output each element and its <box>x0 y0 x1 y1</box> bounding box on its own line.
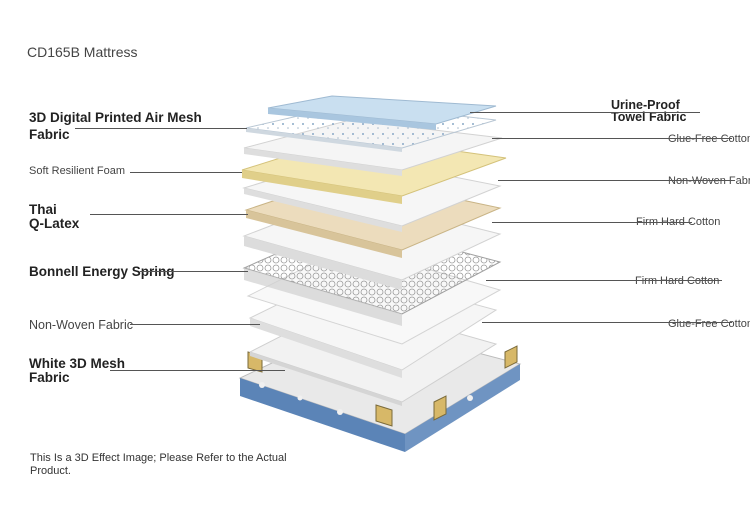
label-nonwoven: Non-Woven Fabric <box>29 318 133 332</box>
label-line: Fabric <box>29 370 70 385</box>
label-towel: Urine-Proof Towel Fabric <box>611 98 687 124</box>
label-line: 3D Digital Printed Air Mesh <box>29 110 202 125</box>
leader-air-mesh <box>75 128 247 129</box>
label-white-mesh: White 3D Mesh Fabric <box>29 356 126 385</box>
label-glue2: Glue-Free Cotton <box>668 319 750 330</box>
label-glue1: Glue-Free Cotton <box>668 134 750 145</box>
page-title: CD165B Mattress <box>27 44 138 60</box>
label-nonwoven-r: Non-Woven Fabric <box>668 176 750 187</box>
label-air-mesh: 3D Digital Printed Air Mesh Fabric <box>29 110 202 142</box>
label-line: Fabric <box>29 127 70 142</box>
label-line: Q-Latex <box>29 216 80 231</box>
leader-latex <box>90 214 248 215</box>
label-foam: Soft Resilient Foam <box>29 166 125 177</box>
label-line: Glue-Free Cotton <box>668 133 750 145</box>
layer-towel-fabric <box>267 95 497 130</box>
label-line: Thai <box>29 202 57 217</box>
label-line: Non-Woven Fabric <box>668 175 750 187</box>
label-line: Non-Woven Fabric <box>29 318 133 332</box>
label-line: Firm Hard Cotton <box>635 275 720 287</box>
leader-white-mesh <box>110 370 285 371</box>
label-line: Bonnell Energy Spring <box>29 264 175 279</box>
leader-foam <box>130 172 242 173</box>
leader-glue2 <box>482 322 732 323</box>
leader-glue1 <box>492 138 732 139</box>
disclaimer-footnote: This Is a 3D Effect Image; Please Refer … <box>30 452 287 477</box>
label-firm2: Firm Hard Cotton <box>635 276 719 287</box>
label-spring: Bonnell Energy Spring <box>29 264 175 279</box>
label-line: Towel Fabric <box>611 110 687 124</box>
label-line: Glue-Free Cotton <box>668 318 750 330</box>
label-line: Urine-Proof <box>611 98 680 112</box>
label-latex: Thai Q-Latex <box>29 202 80 231</box>
leader-firm2 <box>486 280 722 281</box>
leader-firm1 <box>492 222 692 223</box>
label-line: Soft Resilient Foam <box>29 165 125 177</box>
leader-towel <box>470 112 700 113</box>
leader-spring <box>140 271 248 272</box>
label-line: White 3D Mesh <box>29 356 126 371</box>
leader-nonwoven <box>130 324 260 325</box>
leader-nonwoven-r <box>498 180 734 181</box>
